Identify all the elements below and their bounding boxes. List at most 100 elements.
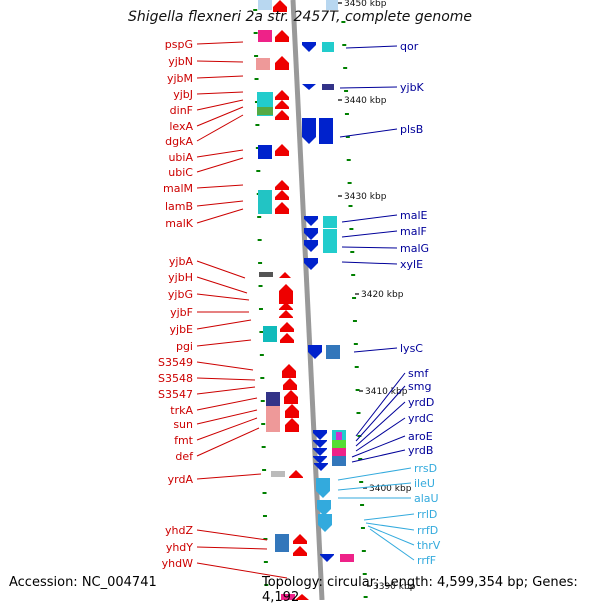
genome-backbone: [290, 0, 325, 600]
gene-arrow-forward: [280, 333, 294, 343]
gene-block: [326, 345, 340, 359]
gene-arrow-forward: [275, 180, 289, 190]
gene-block: [326, 0, 338, 10]
gene-arrow-forward: [275, 30, 289, 42]
gene-label-rrlD: rrlD: [417, 508, 437, 521]
gene-label-line: [196, 41, 244, 45]
gene-arrow-forward: [279, 284, 293, 304]
gene-arrow-reverse: [304, 228, 318, 240]
gene-label-yjbN: yjbN: [168, 55, 193, 68]
gene-block: [256, 58, 270, 70]
gene-block: [336, 432, 342, 440]
kbp-label: 3440 kbp: [344, 96, 387, 106]
gene-arrow-forward: [295, 594, 309, 600]
gene-label-line: [196, 91, 244, 95]
gene-label-line: [341, 230, 398, 238]
gene-label-malM: malM: [163, 182, 193, 195]
gene-label-rrfF: rrfF: [417, 554, 436, 567]
gene-block: [275, 534, 289, 552]
gene-arrow-forward: [275, 56, 289, 70]
gene-block: [258, 145, 272, 159]
gene-label-line: [196, 208, 244, 224]
gene-label-line: [196, 184, 244, 189]
gene-label-line: [353, 347, 398, 353]
accession-label: Accession: NC_004741: [9, 575, 157, 590]
gene-label-line: [196, 149, 244, 158]
gene-label-line: [196, 276, 248, 294]
gene-label-smg: smg: [408, 380, 431, 393]
gene-arrow-forward: [280, 322, 294, 332]
gene-label-yjbM: yjbM: [167, 72, 193, 85]
gene-label-line: [341, 214, 398, 223]
gene-arrow-reverse: [313, 440, 327, 448]
gene-label-line: [337, 467, 412, 481]
gene-arrow-reverse: [316, 478, 330, 498]
gene-label-smf: smf: [408, 367, 429, 380]
gene-block: [340, 554, 354, 562]
gene-label-yjbH: yjbH: [168, 271, 193, 284]
gene-label-line: [196, 417, 258, 441]
map-title: Shigella flexneri 2a str. 2457T, complet…: [127, 9, 473, 25]
gene-label-plsB: plsB: [400, 123, 423, 136]
gene-label-line: [196, 562, 288, 579]
gene-block: [258, 190, 272, 214]
gene-label-pgi: pgi: [176, 340, 193, 353]
gene-label-line: [196, 157, 244, 173]
gene-label-line: [196, 473, 262, 480]
gene-label-line: [345, 45, 398, 49]
gene-label-yjbJ: yjbJ: [173, 88, 193, 101]
gene-arrow-reverse: [304, 258, 318, 270]
gene-label-lysC: lysC: [400, 342, 423, 355]
gene-label-line: [196, 339, 252, 347]
gene-label-line: [196, 260, 246, 279]
gene-label-yrdA: yrdA: [168, 473, 194, 486]
gene-block: [322, 84, 334, 90]
gene-arrow-forward: [275, 100, 289, 109]
gene-arrow-forward: [293, 546, 307, 556]
gene-arrow-forward: [275, 190, 289, 200]
gene-block: [323, 216, 337, 228]
gene-label-line: [351, 435, 406, 458]
gene-label-line: [355, 401, 406, 447]
kbp-label: 3430 kbp: [344, 192, 387, 202]
gene-label-dgkA: dgkA: [165, 135, 193, 148]
gene-arrow-forward: [285, 418, 299, 432]
gene-arrow-forward: [279, 272, 291, 278]
gene-arrow-forward: [279, 302, 293, 310]
gene-arrow-reverse: [302, 84, 316, 90]
gene-label-line: [196, 60, 244, 63]
gene-arrow-reverse: [313, 430, 327, 440]
gene-label-ileU: ileU: [414, 477, 435, 490]
kbp-label: 3450 kbp: [344, 0, 387, 9]
gene-label-fmt: fmt: [174, 434, 194, 447]
gene-block: [281, 594, 295, 600]
gene-label-line: [196, 106, 244, 127]
kbp-label: 3390 kbp: [373, 582, 416, 592]
gene-label-line: [196, 361, 254, 371]
gene-label-line: [196, 386, 256, 395]
gene-block: [258, 30, 272, 42]
gene-block: [332, 448, 346, 456]
gene-label-line: [196, 427, 260, 457]
gene-label-line: [196, 75, 244, 79]
gene-label-alaU: alaU: [414, 492, 439, 505]
gene-block: [332, 456, 346, 466]
gene-label-trkA: trkA: [170, 404, 193, 417]
gene-label-line: [196, 409, 258, 425]
gene-arrow-reverse: [314, 463, 328, 471]
genome-summary: Topology: circular; Length: 4,599,354 bp…: [262, 575, 578, 605]
gene-label-S3547: S3547: [158, 388, 193, 401]
gene-arrow-reverse: [313, 448, 327, 456]
gene-arrow-forward: [275, 110, 289, 120]
gene-label-line: [196, 546, 268, 550]
gene-label-line: [196, 293, 250, 301]
gene-label-line: [355, 417, 406, 452]
gene-label-line: [363, 513, 415, 521]
gene-block: [319, 118, 333, 144]
gene-arrow-reverse: [317, 500, 331, 516]
gene-label-line: [196, 99, 244, 111]
gene-label-rrsD: rrsD: [414, 462, 437, 475]
gene-arrow-reverse: [304, 216, 318, 226]
gene-arrow-forward: [275, 144, 289, 156]
gene-label-S3549: S3549: [158, 356, 193, 369]
